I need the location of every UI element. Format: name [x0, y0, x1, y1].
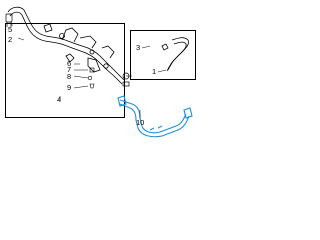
callout-10: 10: [136, 118, 145, 127]
callout-9: 9: [67, 83, 72, 92]
callout-4: 4: [57, 95, 62, 104]
highlighted-hose: [117, 95, 193, 138]
hose-part: [161, 37, 189, 72]
hose-detail-box: [130, 30, 196, 80]
main-pipe-assembly: [7, 6, 125, 85]
callout-5: 5: [8, 25, 13, 34]
pipe-assembly-box: [5, 23, 125, 118]
callout-1: 1: [152, 67, 157, 76]
callout-8: 8: [67, 72, 72, 81]
diagram-drawing: [5, 6, 193, 138]
callout-7: 7: [67, 65, 72, 74]
callout-3: 3: [136, 43, 141, 52]
leader-lines: [11, 24, 167, 118]
callout-2: 2: [8, 35, 13, 44]
callout-6: 6: [67, 59, 72, 68]
small-hardware: [87, 67, 95, 89]
fitting-part: [5, 13, 13, 27]
